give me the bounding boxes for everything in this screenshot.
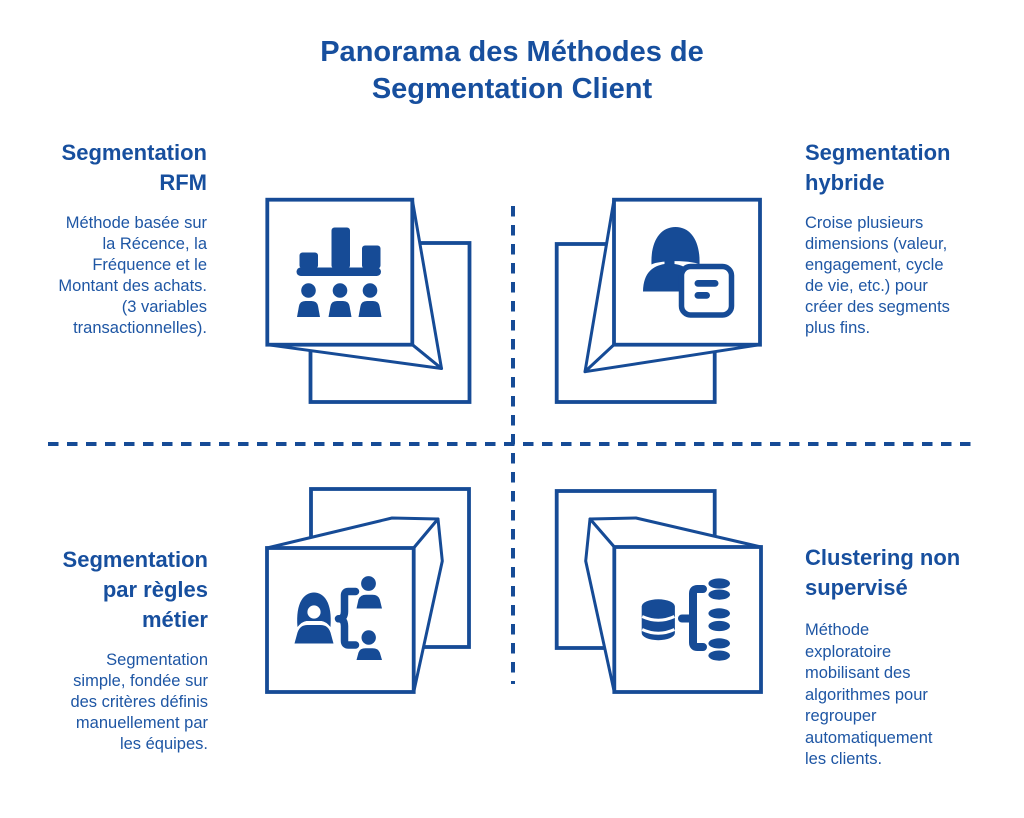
text-line: plus fins. [805, 319, 871, 337]
text-line: RFM [159, 170, 207, 195]
text-line: manuellement par [75, 714, 208, 732]
text-line: les clients. [805, 750, 883, 768]
text-line: de vie, etc.) pour [805, 277, 928, 295]
text-line: Panorama des Méthodes de [320, 36, 704, 68]
quadrant-rfm-body: Méthode basée sur la Récence, la Fréquence… [58, 213, 207, 339]
text-line: Segmentation [805, 140, 951, 165]
text-line: les équipes. [119, 735, 208, 753]
text-line: Méthode basée sur [65, 214, 207, 232]
bar-chart-people-icon [296, 227, 382, 317]
user-profile-card-icon [643, 227, 735, 318]
text-line: exploratoire [805, 642, 892, 661]
text-line: créer des segments [805, 298, 950, 316]
text-line: algorithmes pour [805, 685, 928, 704]
text-line: engagement, cycle [805, 256, 944, 274]
text-line: Segmentation [106, 651, 208, 669]
text-line: Segmentation Client [371, 73, 653, 105]
quadrant-regles-body: Segmentation simple, fondée sur des critèr… [70, 650, 208, 755]
rfm-cube-illustration [265, 197, 472, 404]
quadrant-hybride-body: Croise plusieurs dimensions (valeur, engag… [805, 213, 950, 339]
quadrant-regles-heading: Segmentation par règles métier [63, 545, 208, 635]
text-line: simple, fondée sur [73, 672, 208, 690]
text-line: la Récence, la [102, 235, 207, 253]
text-line: mobilisant des [805, 664, 911, 682]
text-line: métier [141, 607, 208, 632]
text-line: supervisé [805, 575, 908, 600]
database-clusters-icon [641, 578, 730, 661]
text-line: Montant des achats. [58, 277, 207, 295]
text-line: hybride [805, 170, 885, 195]
text-line: Méthode [805, 621, 870, 639]
text-line: Segmentation [61, 140, 207, 165]
hybrid-cube-illustration [554, 197, 762, 404]
text-line: Clustering non [805, 545, 961, 570]
person-branching-users-icon [294, 576, 382, 660]
text-line: par règles [102, 577, 208, 602]
text-line: Croise plusieurs [805, 214, 924, 232]
text-line: dimensions (valeur, [805, 235, 948, 253]
text-line: Fréquence et le [92, 256, 207, 274]
text-line: automatiquement [805, 728, 933, 747]
text-line: Segmentation [62, 547, 208, 572]
rules-cube-illustration [265, 487, 471, 694]
text-line: (3 variables [121, 298, 207, 316]
text-line: transactionnelles). [73, 319, 207, 337]
quadrant-clustering-body: Méthode exploratoire mobilisant des algorit… [805, 620, 933, 771]
quadrant-hybride-heading: Segmentation hybride [805, 138, 950, 198]
clustering-cube-illustration [554, 489, 763, 694]
text-line: des critères définis [70, 693, 208, 711]
page-title: Panorama des Méthodes de Segmentation Cli… [0, 34, 1024, 108]
quadrant-clustering-heading: Clustering non supervisé [805, 543, 960, 603]
text-line: regrouper [805, 707, 877, 725]
